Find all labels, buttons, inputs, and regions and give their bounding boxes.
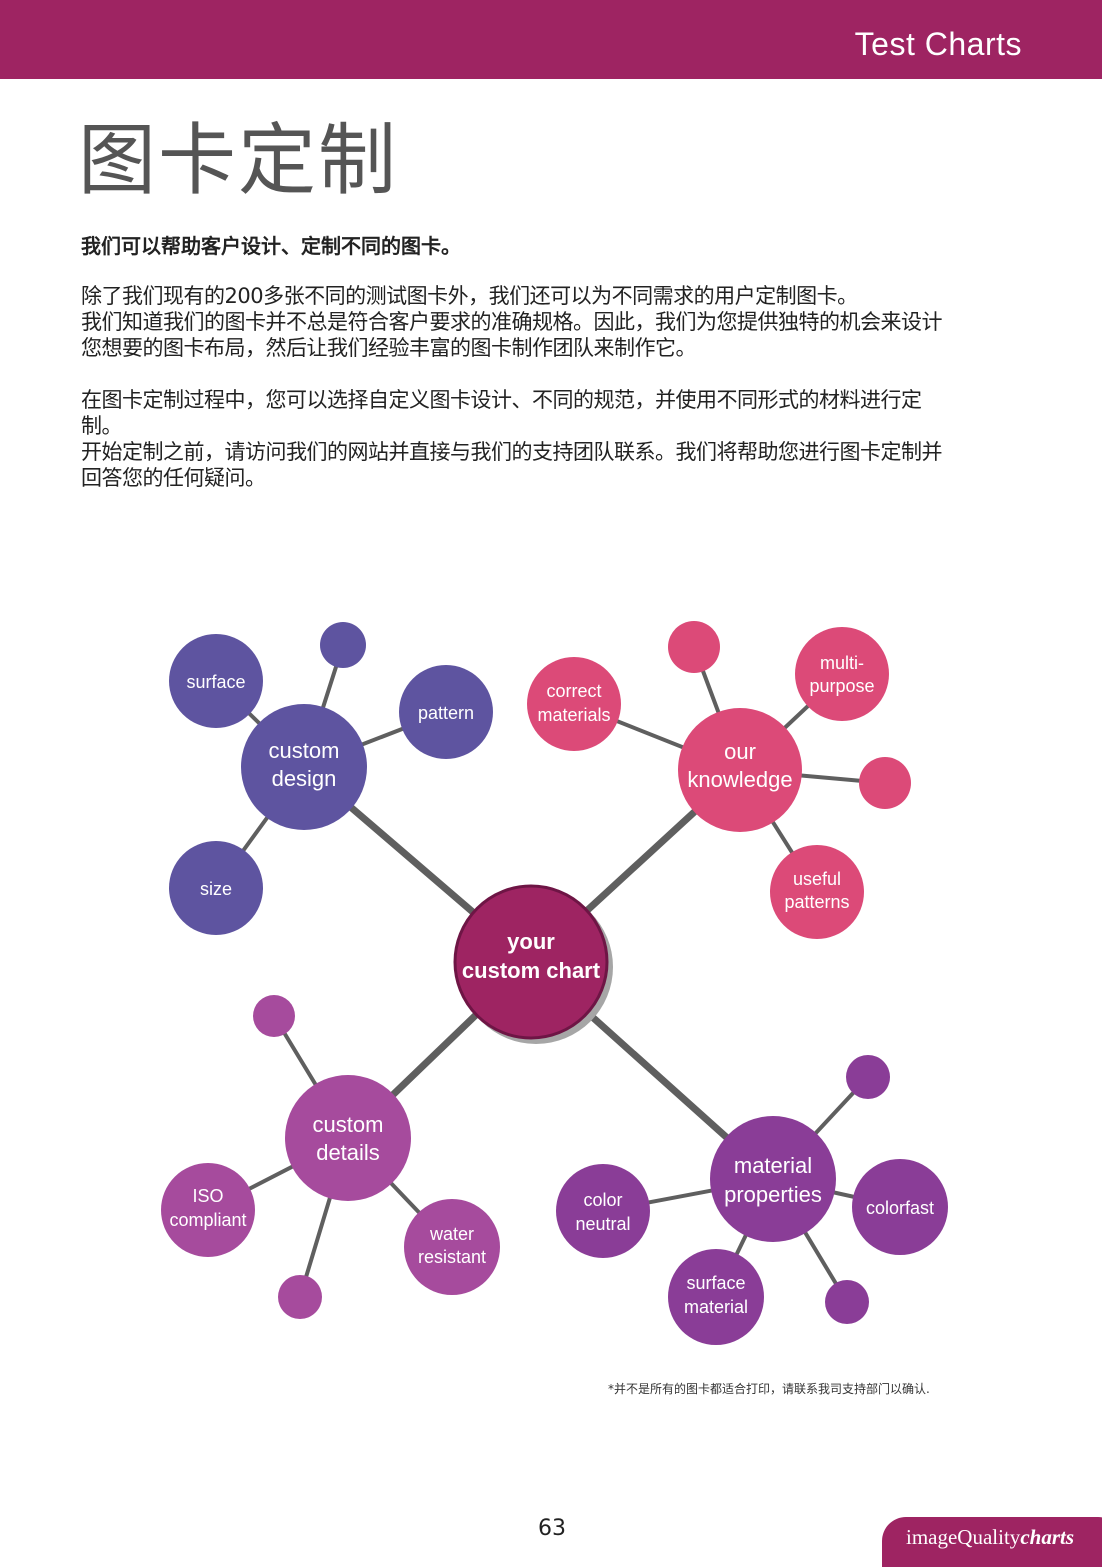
node-material-properties xyxy=(710,1116,836,1242)
node-surface xyxy=(169,634,263,728)
node-label: surface xyxy=(186,672,245,692)
node-label: water xyxy=(429,1224,474,1244)
node-label: design xyxy=(272,766,337,791)
node-our-knowledge xyxy=(678,708,802,832)
mind-map-diagram: surface pattern size custom design corre… xyxy=(161,621,948,1345)
node-useful-patterns xyxy=(770,845,864,939)
node-your-custom-chart xyxy=(453,884,609,1040)
paragraph-line: 在图卡定制过程中，您可以选择自定义图卡设计、不同的规范，并使用不同形式的材料进行… xyxy=(81,388,922,412)
details-dot xyxy=(253,995,295,1037)
header-title: Test Charts xyxy=(854,26,1022,62)
footnote: *并不是所有的图卡都适合打印，请联系我司支持部门以确认. xyxy=(608,1382,930,1396)
node-label: your xyxy=(507,929,555,954)
brand-script: charts xyxy=(1020,1525,1074,1549)
node-colorfast xyxy=(852,1159,948,1255)
paragraph-line: 回答您的任何疑问。 xyxy=(81,466,266,490)
knowledge-dot xyxy=(668,621,720,673)
node-label: our xyxy=(724,739,756,764)
brand-main: imageQuality xyxy=(906,1525,1021,1549)
node-label: size xyxy=(200,879,232,899)
node-multi-purpose xyxy=(795,627,889,721)
node-label: neutral xyxy=(575,1214,630,1234)
lead-text: 我们可以帮助客户设计、定制不同的图卡。 xyxy=(81,234,461,258)
node-label: knowledge xyxy=(687,767,792,792)
node-label: multi- xyxy=(820,653,864,673)
node-label: compliant xyxy=(169,1210,246,1230)
node-label: custom xyxy=(269,738,340,763)
node-custom-design xyxy=(241,704,367,830)
node-color-neutral xyxy=(556,1164,650,1258)
node-label: custom chart xyxy=(462,958,601,983)
paragraph-2: 在图卡定制过程中，您可以选择自定义图卡设计、不同的规范，并使用不同形式的材料进行… xyxy=(81,387,1031,491)
node-water-resistant xyxy=(404,1199,500,1295)
node-label: colorfast xyxy=(866,1198,934,1218)
page-number: 63 xyxy=(538,1516,566,1541)
node-label: color xyxy=(583,1190,622,1210)
paragraph-line: 我们知道我们的图卡并不总是符合客户要求的准确规格。因此，我们为您提供独特的机会来… xyxy=(81,310,943,334)
node-surface-material xyxy=(668,1249,764,1345)
node-label: resistant xyxy=(418,1247,486,1267)
material-dot xyxy=(846,1055,890,1099)
node-label: correct xyxy=(546,681,601,701)
paragraph-line: 您想要的图卡布局，然后让我们经验丰富的图卡制作团队来制作它。 xyxy=(81,336,697,360)
paragraph-line: 除了我们现有的200多张不同的测试图卡外，我们还可以为不同需求的用户定制图卡。 xyxy=(81,284,858,308)
knowledge-dot xyxy=(859,757,911,809)
paragraph-1: 除了我们现有的200多张不同的测试图卡外，我们还可以为不同需求的用户定制图卡。 … xyxy=(81,283,1031,361)
paragraph-line: 制。 xyxy=(81,414,123,438)
node-label: pattern xyxy=(418,703,474,723)
node-iso-compliant xyxy=(161,1163,255,1257)
node-size xyxy=(169,841,263,935)
header-bar: Test Charts xyxy=(0,0,1102,79)
design-dot xyxy=(320,622,366,668)
page-title: 图卡定制 xyxy=(78,116,399,206)
brand-logo: imageQualitycharts xyxy=(882,1517,1102,1567)
paragraph-line: 开始定制之前，请访问我们的网站并直接与我们的支持团队联系。我们将帮助您进行图卡定… xyxy=(81,440,943,464)
node-label: surface xyxy=(686,1273,745,1293)
node-custom-details xyxy=(285,1075,411,1201)
material-dot xyxy=(825,1280,869,1324)
node-label: material xyxy=(734,1153,812,1178)
details-dot xyxy=(278,1275,322,1319)
node-label: purpose xyxy=(809,676,874,696)
node-correct-materials xyxy=(527,657,621,751)
node-label: useful xyxy=(793,869,841,889)
node-label: materials xyxy=(537,705,610,725)
node-label: ISO xyxy=(192,1186,223,1206)
node-label: custom xyxy=(313,1112,384,1137)
node-label: properties xyxy=(724,1182,822,1207)
node-pattern xyxy=(399,665,493,759)
node-label: patterns xyxy=(784,892,849,912)
node-label: material xyxy=(684,1297,748,1317)
node-label: details xyxy=(316,1140,380,1165)
